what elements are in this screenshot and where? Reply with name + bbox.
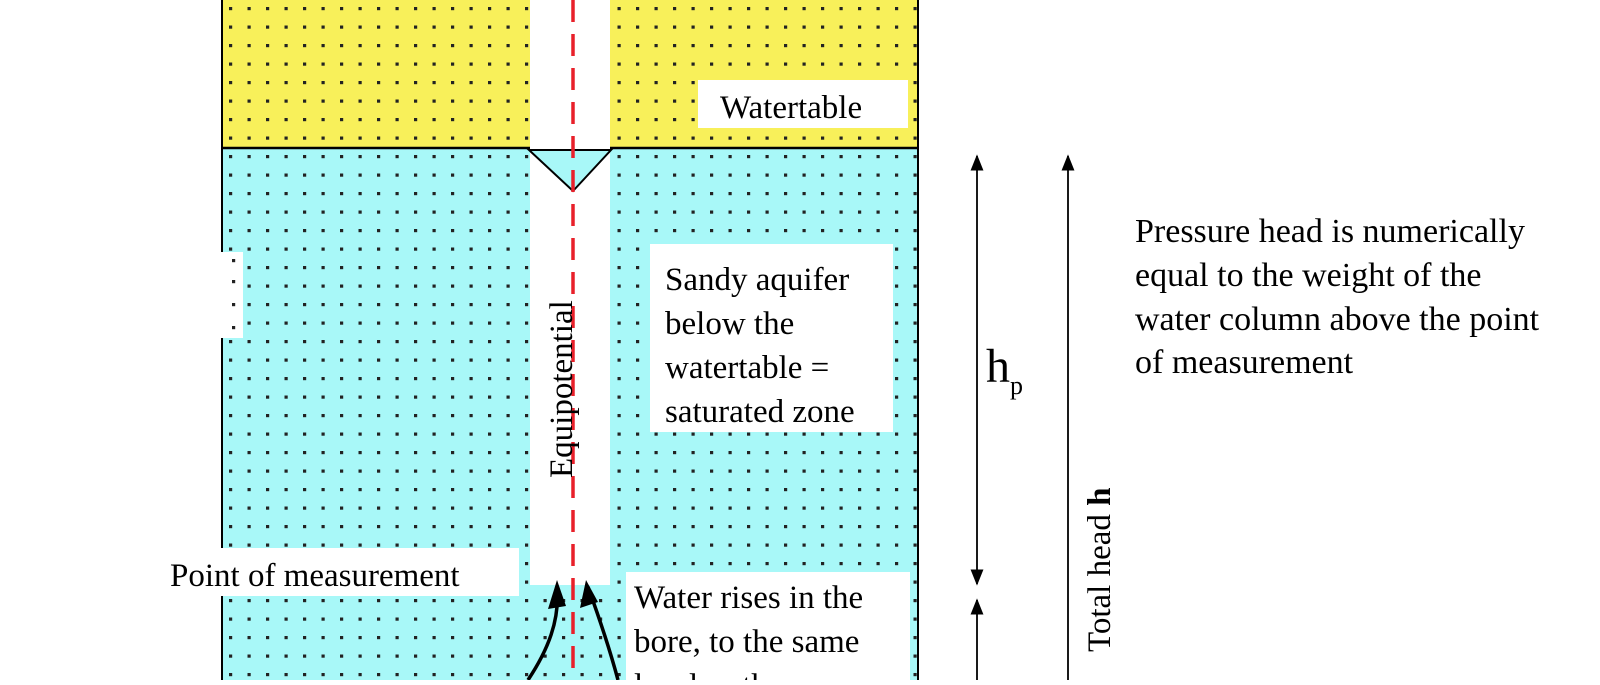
water-rises-line-3: level as the [634,668,782,680]
aquifer-label-line-1: Sandy aquifer [665,262,849,298]
total-head-label: Total head h [1082,488,1118,653]
pressure-note-line-4: of measurement [1135,344,1354,381]
rising-arrow-left-head [548,580,566,609]
equipotential-label: Equipotential [544,300,580,478]
aquifer-label-line-2: below the [665,306,794,342]
watertable-label-bg [698,80,908,128]
left-edge-dot [232,280,236,284]
aquifer-label-bg [650,244,893,432]
measurement-label-bg [163,548,519,596]
water-rises-label-bg [626,572,910,680]
pressure-head-symbol: hp [986,340,1023,400]
watertable-triangle [526,149,614,193]
left-edge-dot [232,259,236,263]
left-edge-marker [221,252,243,338]
point-of-measurement-label: Point of measurement [170,558,460,594]
pressure-note-line-2: equal to the weight of the [1135,257,1482,294]
left-edge-dot [232,303,236,307]
water-rises-line-1: Water rises in the [634,580,863,616]
pressure-note-line-3: water column above the point [1135,301,1540,338]
rising-arrow-right-head [580,580,598,608]
watertable-label: Watertable [720,90,862,126]
aquifer-label-line-3: watertable = [665,350,829,386]
water-rises-line-2: bore, to the same [634,624,859,660]
left-edge-dot [232,326,236,330]
pressure-note-line-1: Pressure head is numerically [1135,213,1525,250]
aquifer-label-line-4: saturated zone [665,394,855,430]
bore [530,0,610,585]
